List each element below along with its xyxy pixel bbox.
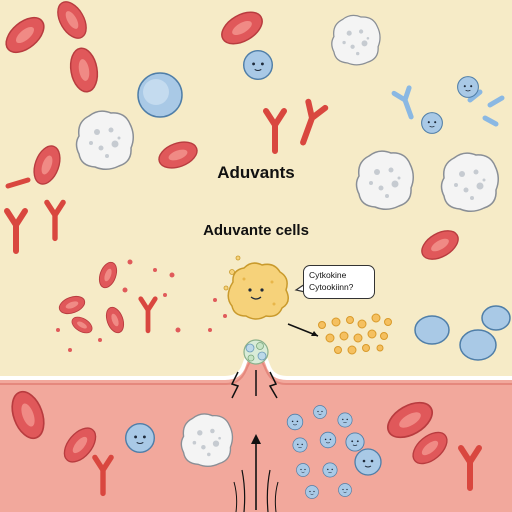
lymphocyte-icon	[459, 329, 497, 361]
arrowhead-icon	[311, 331, 318, 336]
lymphocyte-icon	[137, 72, 183, 118]
white-blood-cell-icon	[331, 14, 381, 66]
antibody-fragment-icon	[482, 115, 499, 127]
tissue-layer	[0, 348, 512, 512]
speech-bubble-line-2: Cytookiinn?	[309, 282, 354, 292]
white-blood-cell-icon	[75, 110, 135, 171]
lymphocyte-icon	[414, 315, 450, 345]
lymphocyte-icon	[124, 422, 156, 454]
signal-line-icon	[230, 371, 240, 399]
red-blood-cell-icon	[215, 4, 269, 52]
antibody-fragment-icon	[467, 89, 483, 103]
red-blood-cell-icon	[56, 292, 88, 318]
diagram-title: Aduvants	[217, 163, 295, 182]
red-blood-cell-icon	[0, 10, 51, 60]
antibody-icon	[141, 299, 155, 331]
lymphocyte-icon	[421, 112, 443, 134]
red-particles	[56, 259, 227, 352]
red-blood-cell-icon	[102, 304, 128, 336]
arrowhead-icon	[251, 434, 261, 444]
white-blood-cell-icon	[180, 413, 234, 468]
flow-line-icon	[274, 481, 279, 512]
adjuvant-cell-icon	[227, 262, 289, 320]
diagram-subtitle: Aduvante cells	[203, 222, 309, 239]
flow-line-icon	[266, 469, 271, 512]
adjuvant-particles	[223, 255, 241, 291]
antibody-icon	[295, 102, 326, 146]
flow-line-icon	[233, 481, 238, 512]
lymphocyte-icon	[242, 49, 274, 81]
flow-line-icon	[241, 469, 246, 512]
lymphocyte-icon	[457, 76, 479, 98]
antigen-cluster-icon	[243, 339, 269, 365]
cytokine-particle-icon	[318, 313, 392, 355]
antibody-icon	[394, 88, 419, 120]
antibody-fragment-icon	[487, 95, 505, 108]
speech-bubble-line-1: Cytkokine	[309, 270, 347, 280]
speech-bubble: Cytkokine Cytookiinn?	[303, 265, 375, 299]
lymphocyte-icon	[481, 305, 511, 331]
signal-line-icon	[268, 371, 278, 399]
red-blood-cell-icon	[68, 313, 96, 337]
antibody-icon	[266, 111, 284, 151]
red-blood-cell-icon	[95, 259, 121, 291]
red-blood-cell-icon	[66, 45, 102, 95]
red-blood-cell-icon	[51, 0, 93, 44]
antibody-fragment-icon	[5, 177, 31, 189]
